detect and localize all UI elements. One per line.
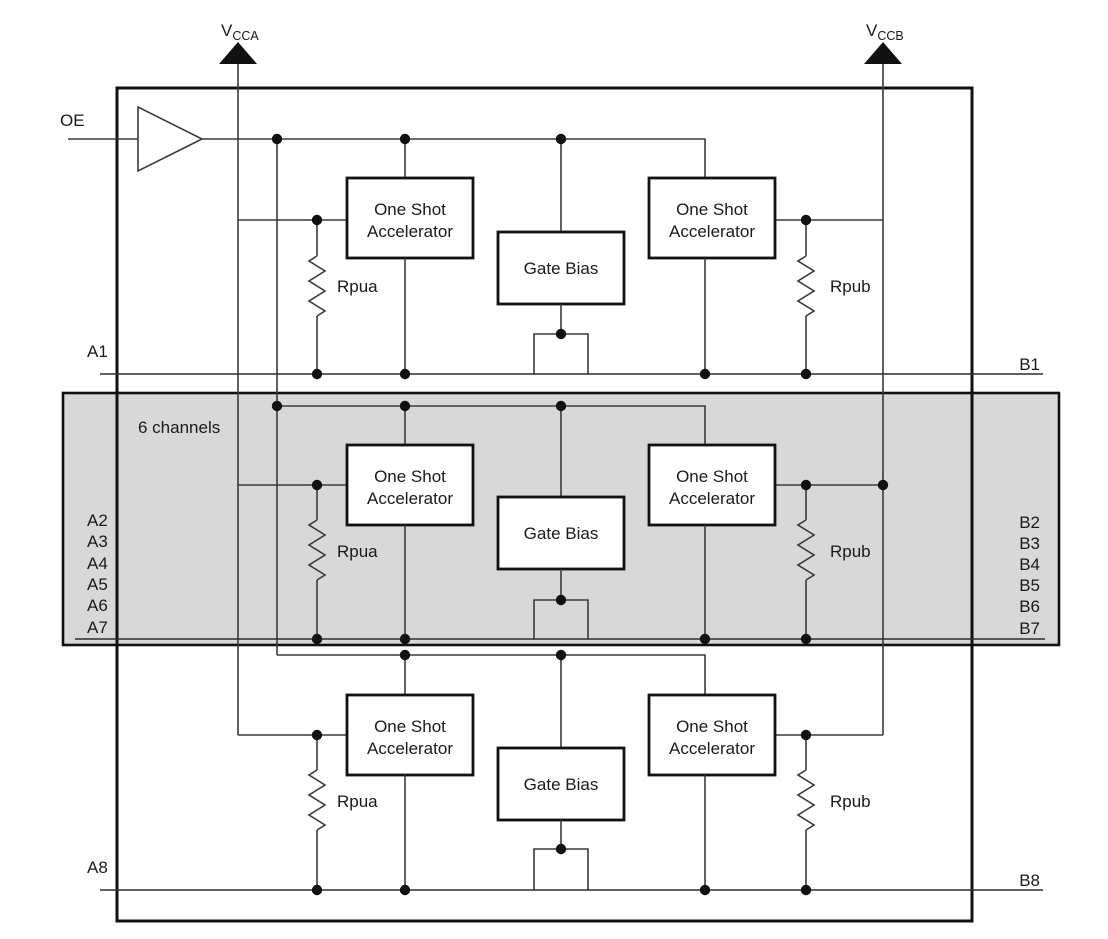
ch8-gate-bias-box	[496, 746, 626, 822]
mid-one-shot-left-line2: Accelerator	[367, 489, 453, 508]
mid-rpua-resistor-icon	[307, 485, 327, 639]
pin-label-b4: B4	[1019, 555, 1040, 574]
ch1-one-shot-right-box	[647, 176, 777, 260]
channel1-circuit: Rpua Rpub One Shot Accelerator One Shot …	[87, 138, 1043, 375]
power-rails: VCCA VCCB	[219, 21, 904, 735]
pin-label-a1: A1	[87, 342, 108, 361]
ch1-oe-line	[202, 138, 706, 178]
vccb-arrow-icon	[864, 42, 902, 64]
ch8-one-shot-left-line1: One Shot	[374, 717, 446, 736]
ch8-one-shot-left-box	[345, 693, 475, 777]
ch8-gate-bias-label: Gate Bias	[524, 775, 599, 794]
channel8-circuit: Rpua Rpub One Shot Accelerator One Shot …	[87, 654, 1043, 891]
pin-label-b7: B7	[1019, 619, 1040, 638]
pin-label-a6: A6	[87, 596, 108, 615]
pin-label-a3: A3	[87, 532, 108, 551]
pin-label-a7: A7	[87, 618, 108, 637]
ch8-one-shot-right-line2: Accelerator	[669, 739, 755, 758]
pin-label-b1: B1	[1019, 355, 1040, 374]
ch8-rpua-resistor-icon	[307, 735, 327, 890]
pin-label-b8: B8	[1019, 871, 1040, 890]
pin-label-a5: A5	[87, 575, 108, 594]
oe-buffer-icon	[137, 105, 204, 173]
vccb-label: VCCB	[866, 21, 904, 43]
pin-label-b6: B6	[1019, 597, 1040, 616]
ch8-one-shot-left-line2: Accelerator	[367, 739, 453, 758]
mid-rpua-label: Rpua	[337, 542, 378, 561]
ch8-rpub-resistor-icon	[796, 735, 816, 890]
mid-one-shot-left-line1: One Shot	[374, 467, 446, 486]
ch8-rpub-label: Rpub	[830, 792, 871, 811]
mid-gate-bias-label: Gate Bias	[524, 524, 599, 543]
pin-label-a4: A4	[87, 554, 108, 573]
ch8-one-shot-right-line1: One Shot	[676, 717, 748, 736]
ch1-one-shot-right-line1: One Shot	[676, 200, 748, 219]
pin-labels-a2-a7: A2 A3 A4 A5 A6 A7	[87, 511, 108, 637]
oe-input: OE	[60, 105, 278, 655]
ch1-rpub-resistor-icon	[796, 220, 816, 374]
vcca-label: VCCA	[221, 21, 259, 43]
mid-one-shot-right-line1: One Shot	[676, 467, 748, 486]
mid-oe-line	[277, 405, 706, 445]
mid-rpub-resistor-icon	[796, 485, 816, 639]
ch1-rpub-label: Rpub	[830, 277, 871, 296]
mid-rpub-label: Rpub	[830, 542, 871, 561]
pin-label-a2: A2	[87, 511, 108, 530]
mid-one-shot-left-box	[345, 443, 475, 527]
ch1-one-shot-right-line2: Accelerator	[669, 222, 755, 241]
ch1-gate-bias-label: Gate Bias	[524, 259, 599, 278]
ch8-one-shot-right-box	[647, 693, 777, 777]
ch1-rpua-resistor-icon	[307, 220, 327, 374]
ch1-one-shot-left-line1: One Shot	[374, 200, 446, 219]
ch1-rpua-label: Rpua	[337, 277, 378, 296]
pin-label-b2: B2	[1019, 513, 1040, 532]
six-channels-note: 6 channels	[138, 418, 220, 437]
pin-label-b3: B3	[1019, 534, 1040, 553]
ch1-one-shot-left-line2: Accelerator	[367, 222, 453, 241]
vcca-arrow-icon	[219, 42, 257, 64]
ch1-one-shot-left-box	[345, 176, 475, 260]
pin-label-b5: B5	[1019, 576, 1040, 595]
mid-one-shot-right-line2: Accelerator	[669, 489, 755, 508]
device-outline	[115, 86, 974, 923]
junction-dots	[271, 133, 889, 896]
ch1-gate-bias-box	[496, 230, 626, 306]
middle-circuit: 6 channels Rpua Rpub One Shot Accelerato…	[75, 405, 1045, 640]
ch8-rpua-label: Rpua	[337, 792, 378, 811]
oe-label: OE	[60, 111, 85, 130]
ch8-oe-line	[277, 654, 706, 695]
pin-label-a8: A8	[87, 858, 108, 877]
ch1-pass-transistor-icon	[533, 333, 589, 374]
pin-labels-b2-b7: B2 B3 B4 B5 B6 B7	[1019, 513, 1040, 638]
mid-one-shot-right-box	[647, 443, 777, 527]
ch8-pass-transistor-icon	[533, 848, 589, 890]
